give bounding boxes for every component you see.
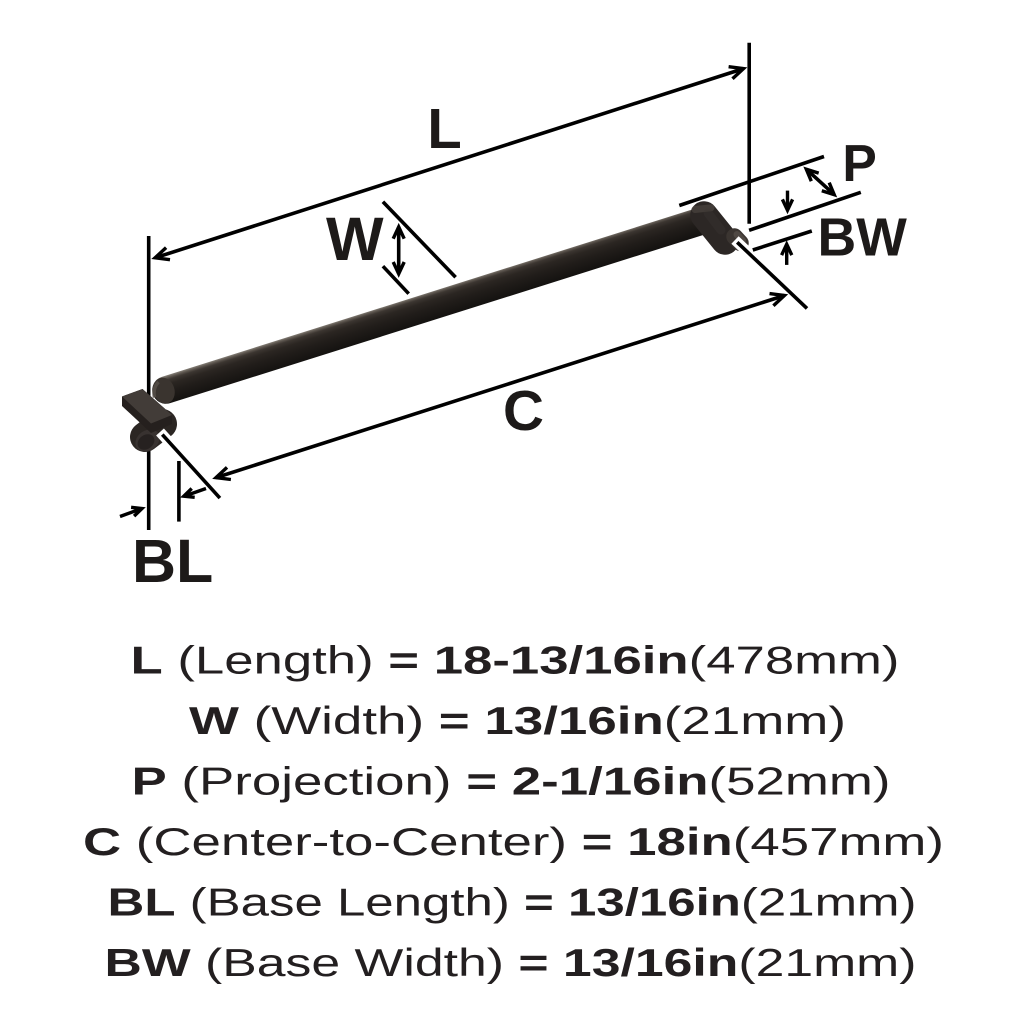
svg-text:P: P [842,134,876,192]
svg-text:C: C [503,380,544,443]
svg-text:W: W [326,205,384,273]
svg-text:P (Projection) = 2-1/16in(52mm: P (Projection) = 2-1/16in(52mm) [132,761,891,804]
svg-text:BW (Base Width) = 13/16in(21mm: BW (Base Width) = 13/16in(21mm) [105,942,917,985]
svg-text:W (Width) = 13/16in(21mm): W (Width) = 13/16in(21mm) [189,700,846,743]
svg-text:BL: BL [132,527,213,595]
svg-text:BL (Base Length) = 13/16in(21m: BL (Base Length) = 13/16in(21mm) [108,882,917,925]
svg-text:BW: BW [818,208,908,268]
svg-text:L (Length) = 18-13/16in(478mm): L (Length) = 18-13/16in(478mm) [131,640,900,683]
svg-text:L: L [427,97,461,160]
svg-text:C (Center-to-Center) = 18in(45: C (Center-to-Center) = 18in(457mm) [83,821,944,864]
